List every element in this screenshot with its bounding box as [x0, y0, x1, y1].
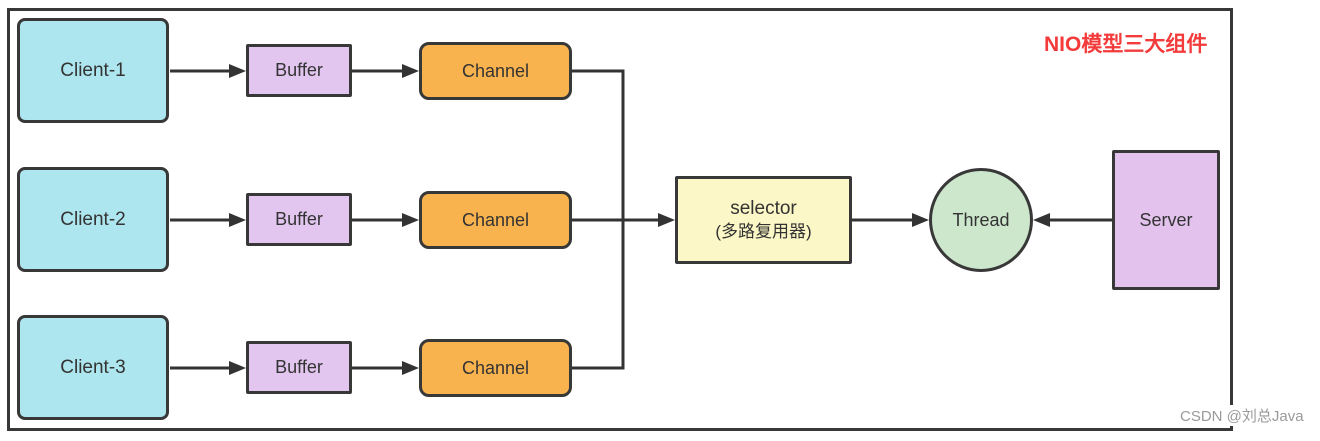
- node-channel-1-label: Channel: [461, 60, 530, 81]
- node-channel-2-label: Channel: [461, 209, 530, 230]
- node-buffer-3: Buffer: [246, 341, 352, 394]
- watermark: CSDN @刘总Java: [1178, 405, 1304, 426]
- node-buffer-3-label: Buffer: [275, 357, 323, 377]
- node-buffer-1: Buffer: [246, 44, 352, 97]
- node-server-label: Server: [1139, 209, 1193, 230]
- node-client-3: Client-3: [17, 315, 169, 420]
- node-buffer-1-label: Buffer: [275, 60, 323, 80]
- node-channel-2: Channel: [419, 191, 572, 249]
- node-buffer-2-label: Buffer: [275, 209, 323, 229]
- node-client-2-label: Client-2: [60, 208, 126, 230]
- node-client-3-label: Client-3: [60, 356, 126, 378]
- diagram-title: NIO模型三大组件: [1044, 33, 1208, 56]
- node-client-1-label: Client-1: [60, 59, 126, 81]
- diagram-frame: [7, 8, 1233, 431]
- node-channel-3-label: Channel: [461, 357, 530, 378]
- node-selector-sublabel: (多路复用器): [715, 222, 812, 242]
- node-channel-3: Channel: [419, 339, 572, 397]
- node-thread-label: Thread: [952, 209, 1010, 230]
- node-client-2: Client-2: [17, 167, 169, 272]
- node-buffer-2: Buffer: [246, 193, 352, 246]
- node-server: Server: [1112, 150, 1220, 290]
- node-channel-1: Channel: [419, 42, 572, 100]
- node-selector: selector (多路复用器): [675, 176, 852, 264]
- node-client-1: Client-1: [17, 18, 169, 123]
- node-thread: Thread: [929, 168, 1033, 272]
- node-selector-label: selector: [730, 197, 797, 219]
